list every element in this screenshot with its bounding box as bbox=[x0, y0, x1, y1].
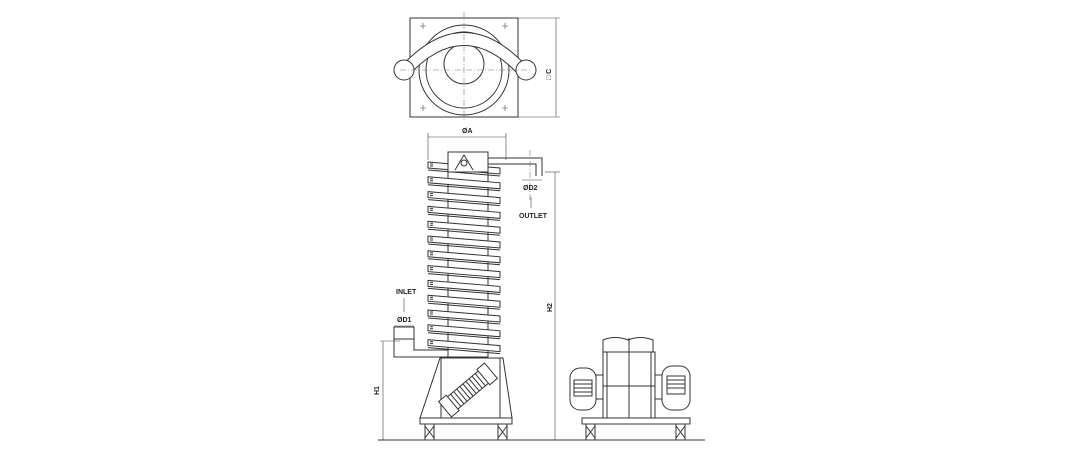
outlet-label: OUTLET bbox=[519, 213, 548, 220]
helix-coil-edge bbox=[427, 163, 501, 177]
helix-coil-edge bbox=[427, 326, 501, 340]
motor-right-icon bbox=[654, 365, 691, 411]
helix-coil-edge bbox=[427, 193, 501, 207]
helix-coil-edge bbox=[427, 252, 501, 266]
dim-d2: ØD2 bbox=[523, 185, 538, 192]
dim-h1: H1 bbox=[374, 386, 381, 395]
helix-coil-edge bbox=[427, 207, 501, 221]
helix-coil-edge bbox=[427, 178, 501, 192]
top-view: □ C bbox=[393, 12, 560, 122]
helix-coil bbox=[427, 279, 501, 293]
side-view: ØA ØD2 OUTLET H2 INLET ØD1 H1 bbox=[374, 128, 705, 441]
helix-coil-edge bbox=[427, 296, 501, 310]
inlet-label: INLET bbox=[396, 289, 417, 296]
helix-coil-edge bbox=[427, 281, 501, 295]
helix-coil bbox=[427, 309, 501, 323]
helix-coil bbox=[427, 220, 501, 234]
dim-h2: H2 bbox=[547, 303, 554, 312]
helix-coil bbox=[427, 250, 501, 264]
dim-d1: ØD1 bbox=[397, 317, 412, 324]
helix-coil bbox=[427, 265, 501, 279]
helix-coil-edge bbox=[427, 237, 501, 251]
helix-coil-edge bbox=[427, 222, 501, 236]
front-view bbox=[569, 337, 691, 440]
helix-coil bbox=[427, 176, 501, 190]
helix-coil bbox=[427, 339, 501, 353]
vibration-motor-icon bbox=[437, 362, 499, 418]
dim-a: ØA bbox=[462, 128, 473, 135]
helix-coil bbox=[427, 324, 501, 338]
dim-square-c: □ C bbox=[546, 69, 553, 80]
helix-coil bbox=[427, 191, 501, 205]
helix-coil bbox=[427, 205, 501, 219]
helix-coil-edge bbox=[427, 311, 501, 325]
helix-coil bbox=[427, 294, 501, 308]
helix-coil-edge bbox=[427, 341, 501, 355]
helix-coil-edge bbox=[427, 267, 501, 281]
motor-left-icon bbox=[569, 367, 604, 411]
helix-coil bbox=[427, 235, 501, 249]
